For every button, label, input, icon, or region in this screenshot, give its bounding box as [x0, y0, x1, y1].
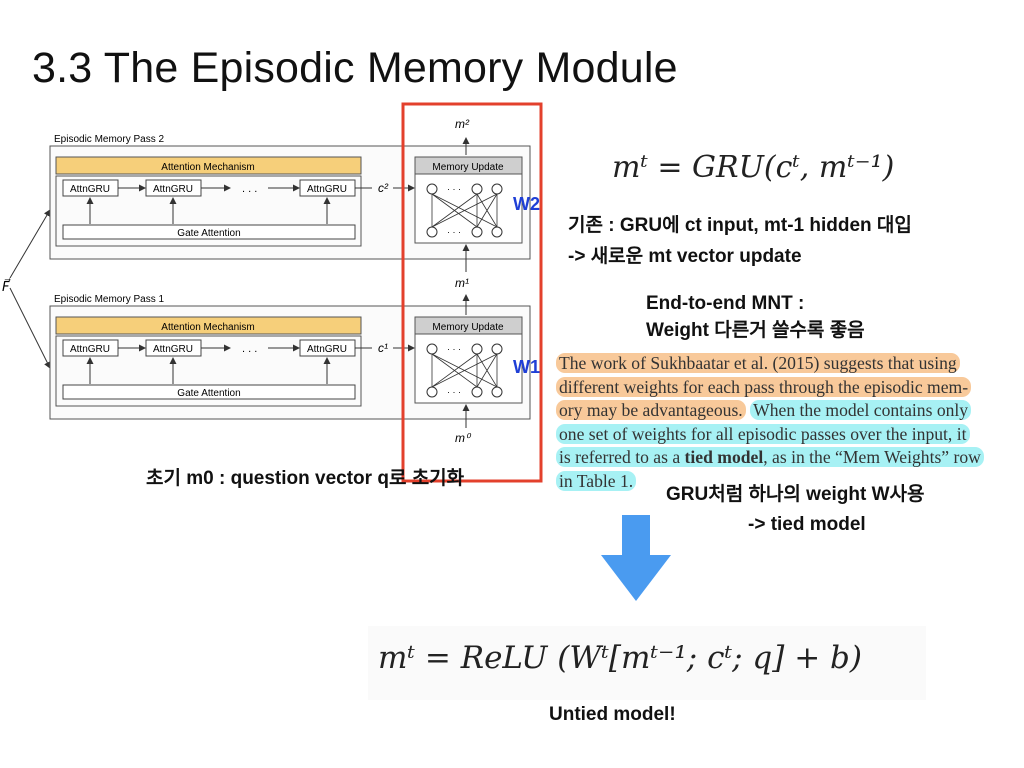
tied-model-term: tied model	[684, 447, 764, 468]
c1-label: c¹	[378, 341, 388, 355]
gru-equation: mᵗ = GRU(cᵗ, mᵗ⁻¹)	[612, 150, 895, 185]
down-arrow-icon	[601, 515, 671, 601]
note-weight: Weight 다른거 쓸수록 좋음	[646, 320, 865, 341]
c2-label: c²	[378, 181, 389, 195]
excerpt-line: , as in the “Mem Weights” row	[763, 447, 981, 468]
gate-attention-box	[62, 384, 356, 400]
pass1-label: Episodic Memory Pass 1	[54, 294, 164, 305]
slide-title: 3.3 The Episodic Memory Module	[32, 44, 678, 92]
note-tied-gru: GRU처럼 하나의 weight W사용	[666, 484, 925, 505]
attention-mechanism-box	[55, 156, 362, 175]
svg-text:· · ·: · · ·	[447, 227, 461, 237]
excerpt-line: When the model contains only	[750, 400, 972, 421]
excerpt-line: The work of Sukhbaatar et al. (2015) sug…	[556, 353, 960, 373]
pass2-block: Episodic Memory Pass 2 Attention Mechani…	[49, 134, 531, 260]
attngru-label: AttnGRU	[70, 344, 110, 355]
relu-equation: mᵗ = ReLU (Wᵗ[mᵗ⁻¹; cᵗ; q] + b)	[378, 640, 862, 676]
m0-label: m⁰	[455, 431, 472, 445]
svg-text:· · ·: · · ·	[447, 184, 461, 194]
highlight-box	[401, 102, 543, 483]
ellipsis: . . .	[242, 343, 257, 355]
excerpt-line: ory may be advantageous.	[556, 400, 746, 421]
m2-label: m²	[455, 117, 470, 131]
svg-text:· · ·: · · ·	[447, 387, 461, 397]
attention-label: Attention Mechanism	[161, 162, 254, 173]
excerpt-line: one set of weights for all episodic pass…	[556, 423, 970, 444]
f-arrow-pass2	[9, 209, 51, 279]
paper-excerpt: The work of Sukhbaatar et al. (2015) sug…	[556, 352, 1018, 494]
excerpt-line: is referred to as a	[559, 447, 685, 468]
episodic-memory-diagram: F⃗ Episodic Memory Pass 2 Attention Mech…	[2, 102, 543, 483]
w2-label: W2	[513, 194, 540, 214]
note-gru-input: 기존 : GRU에 ct input, mt-1 hidden 대입	[568, 215, 912, 236]
excerpt-line: in Table 1.	[556, 470, 637, 491]
ellipsis: . . .	[242, 183, 257, 195]
memory-update-label: Memory Update	[432, 322, 504, 333]
note-end-to-end: End-to-end MNT :	[646, 293, 805, 314]
m1-label: m¹	[455, 276, 469, 290]
f-label: F⃗	[2, 279, 11, 294]
note-mt-update: -> 새로운 mt vector update	[568, 246, 802, 267]
w1-label: W1	[513, 357, 540, 377]
note-tied-model: -> tied model	[748, 514, 866, 535]
gate-attention-label: Gate Attention	[177, 388, 240, 399]
attngru-label: AttnGRU	[153, 184, 193, 195]
pass1-block: Episodic Memory Pass 1 Attention Mechani…	[49, 294, 531, 420]
attention-label: Attention Mechanism	[161, 322, 254, 333]
gate-attention-label: Gate Attention	[177, 228, 240, 239]
attention-mechanism-box	[55, 316, 362, 335]
relu-equation-panel: mᵗ = ReLU (Wᵗ[mᵗ⁻¹; cᵗ; q] + b)	[368, 626, 926, 700]
pass2-label: Episodic Memory Pass 2	[54, 134, 164, 145]
memory-update-label: Memory Update	[432, 162, 504, 173]
attngru-label: AttnGRU	[307, 184, 347, 195]
f-arrow-pass1	[9, 287, 51, 369]
gate-attention-box	[62, 224, 356, 240]
attngru-label: AttnGRU	[153, 344, 193, 355]
attngru-label: AttnGRU	[307, 344, 347, 355]
svg-text:· · ·: · · ·	[447, 344, 461, 354]
untied-model-label: Untied model!	[549, 704, 676, 725]
excerpt-line: different weights for each pass through …	[556, 376, 972, 397]
note-initial-m0: 초기 m0 : question vector q로 초기화	[146, 468, 465, 489]
attngru-label: AttnGRU	[70, 184, 110, 195]
